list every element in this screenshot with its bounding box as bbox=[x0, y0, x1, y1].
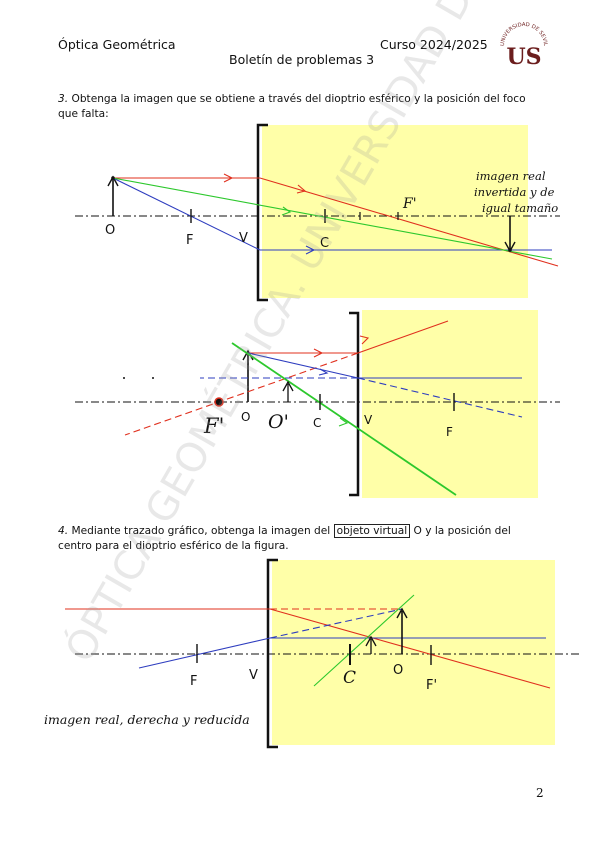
ray-red-extension bbox=[124, 352, 359, 436]
label-Fprime: F' bbox=[402, 196, 417, 212]
ray-green-center bbox=[313, 594, 415, 687]
problem-3-number: 3. bbox=[58, 93, 69, 105]
dioptre-surface bbox=[349, 311, 360, 497]
university-logo: UNIVERSIDAD DE SEVILLA US bbox=[498, 20, 548, 70]
page-number: 2 bbox=[536, 786, 544, 800]
ray-blue-focal bbox=[138, 637, 271, 669]
course-title: Óptica Geométrica bbox=[58, 37, 176, 52]
problem-4-number: 4. bbox=[58, 525, 69, 537]
ray-red-refracted bbox=[269, 608, 551, 689]
problem-4-text-before: Mediante trazado gráfico, obtenga la ima… bbox=[71, 525, 331, 537]
watermark-text: ÓPTICA GEOMÉTRICA. UNIVERSIDAD DE SEVILL… bbox=[55, 0, 583, 670]
label-O: O bbox=[105, 223, 115, 238]
label-C: C bbox=[320, 236, 329, 251]
focal-point-marker bbox=[214, 397, 224, 407]
label-O: O bbox=[393, 663, 403, 678]
label-Fprime: F' bbox=[426, 678, 437, 693]
figure-1-diagram: O F V C F' imagen real invertida y de ig… bbox=[75, 123, 560, 302]
label-V: V bbox=[364, 413, 373, 427]
sheet-title: Boletín de problemas 3 bbox=[229, 52, 375, 67]
course-year: Curso 2024/2025 bbox=[380, 37, 488, 52]
ray-green-center bbox=[112, 177, 553, 260]
label-F: F bbox=[186, 233, 193, 248]
label-C: C bbox=[343, 668, 356, 688]
glass-medium bbox=[272, 560, 555, 745]
problem-4-boxed-term: objeto virtual bbox=[333, 524, 411, 538]
figure-3-diagram: F V C O F' imagen real, derecha y reduci… bbox=[44, 558, 582, 749]
label-F: F bbox=[190, 674, 197, 689]
ray-blue-focal bbox=[112, 177, 261, 251]
note-line-2: invertida y de bbox=[474, 185, 555, 199]
logo-letters: US bbox=[506, 44, 541, 70]
label-O: O bbox=[241, 410, 250, 424]
note-line-1: imagen real bbox=[476, 169, 546, 183]
problem-4-statement: 4. Mediante trazado gráfico, obtenga la … bbox=[58, 524, 548, 553]
label-V: V bbox=[239, 231, 248, 246]
label-Fprime: F' bbox=[203, 414, 224, 438]
ray-blue-extension bbox=[269, 608, 403, 639]
note-line-3: igual tamaño bbox=[482, 201, 558, 215]
ray-green-center bbox=[231, 342, 457, 496]
glass-medium bbox=[262, 125, 528, 298]
label-Oprime: O' bbox=[268, 411, 289, 433]
ray-red-refracted bbox=[357, 320, 449, 354]
ray-blue-focal bbox=[247, 352, 359, 379]
problem-3-statement: 3. Obtenga la imagen que se obtiene a tr… bbox=[58, 92, 548, 121]
label-C: C bbox=[313, 416, 321, 430]
handwritten-answer: imagen real, derecha y reducida bbox=[44, 712, 250, 727]
figure-2-diagram: F' O O' C V F bbox=[75, 310, 560, 498]
problem-4-text-after: O y la posición del centro para el diopt… bbox=[58, 525, 511, 552]
label-V: V bbox=[249, 668, 258, 683]
label-F: F bbox=[446, 425, 453, 439]
dioptre-surface bbox=[256, 123, 268, 302]
problem-3-text: Obtenga la imagen que se obtiene a travé… bbox=[58, 93, 526, 120]
